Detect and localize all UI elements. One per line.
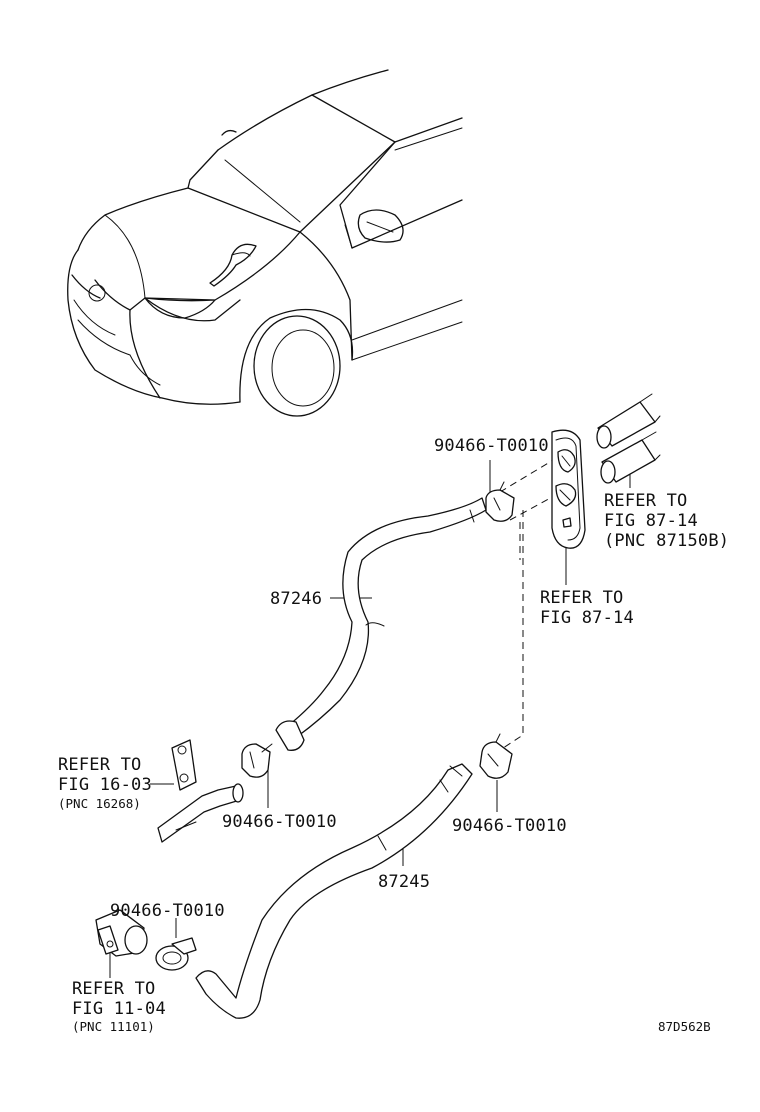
label-hose-87246: 87246 <box>270 589 322 609</box>
diagram-code: 87D562B <box>658 1019 711 1034</box>
car-illustration <box>67 69 463 417</box>
engine-fitting-bottom-left <box>95 909 148 957</box>
label-refer-16-03-l1: REFER TO <box>58 755 141 775</box>
label-refer-11-04-l2: FIG 11-04 <box>72 999 166 1019</box>
label-refer-87-14-l2: FIG 87-14 <box>540 608 634 628</box>
label-refer-87-14-pnc-l3: (PNC 87150B) <box>604 531 729 551</box>
label-refer-11-04-l3: (PNC 11101) <box>72 1019 155 1034</box>
label-refer-87-14-pnc-l2: FIG 87-14 <box>604 511 698 531</box>
label-refer-16-03-l3: (PNC 16268) <box>58 796 141 811</box>
label-refer-11-04-l1: REFER TO <box>72 979 155 999</box>
label-hose-87245: 87245 <box>378 872 430 892</box>
label-clip-bottom: 90466-T0010 <box>110 901 225 921</box>
label-refer-16-03-l2: FIG 16-03 <box>58 775 152 795</box>
hose-87245 <box>195 763 473 1019</box>
hose-clip-mid-right <box>479 733 513 779</box>
label-clip-mid-left: 90466-T0010 <box>222 812 337 832</box>
washer-tubes-right <box>596 393 661 484</box>
washer-nozzle-plate <box>551 429 586 549</box>
label-refer-87-14-pnc-l1: REFER TO <box>604 491 687 511</box>
hose-clip-bottom <box>155 937 197 971</box>
hose-clip-top <box>485 481 515 522</box>
hose-87246 <box>275 497 487 751</box>
label-clip-top: 90466-T0010 <box>434 436 549 456</box>
label-clip-mid-right: 90466-T0010 <box>452 816 567 836</box>
label-refer-87-14-l1: REFER TO <box>540 588 623 608</box>
hose-clip-mid-left <box>241 743 273 778</box>
engine-pipe-left <box>157 739 244 843</box>
labels: 90466-T0010 REFER TO FIG 87-14 (PNC 8715… <box>58 436 729 1034</box>
